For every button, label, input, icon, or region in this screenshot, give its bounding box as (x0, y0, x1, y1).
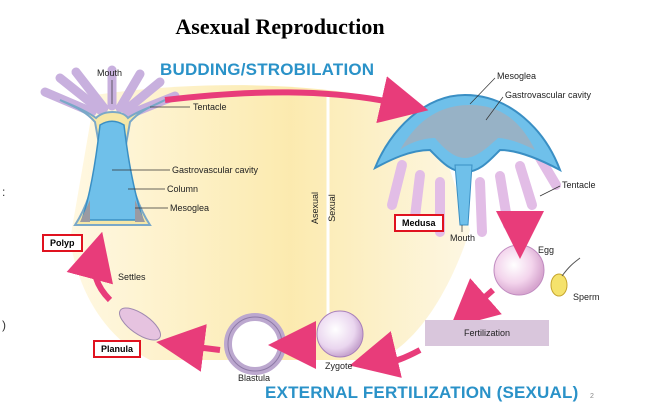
fertilization-header: EXTERNAL FERTILIZATION (SEXUAL) (265, 383, 579, 402)
polyp-stage-label: Polyp (42, 234, 83, 252)
medusa-stage-label: Medusa (394, 214, 444, 232)
egg-label: Egg (538, 245, 555, 255)
sperm-label: Sperm (573, 292, 600, 302)
leader-lines (111, 77, 561, 232)
sexual-divider-label: Sexual (326, 194, 337, 222)
polyp-column-label: Column (167, 184, 199, 194)
budding-header: BUDDING/STROBILATION (160, 60, 375, 79)
sperm-shape (550, 273, 568, 297)
medusa-mouth-label: Mouth (450, 233, 476, 243)
fertilization-label: Fertilization (425, 320, 549, 346)
planula-stage-label: Planula (93, 340, 142, 358)
page-number: 2 (590, 393, 594, 400)
polyp-tentacle-label: Tentacle (193, 102, 227, 112)
medusa-tentacle-label: Tentacle (562, 180, 596, 190)
zygote-shape (316, 310, 364, 358)
cycle-arrows (66, 76, 544, 378)
medusa-mesoglea-label: Mesoglea (497, 71, 537, 81)
polyp-mouth-label: Mouth (97, 68, 123, 78)
asexual-divider-label: Asexual (310, 191, 321, 225)
page-title: Asexual Reproduction (175, 14, 385, 39)
polyp-mesoglea-label: Mesoglea (170, 203, 210, 213)
egg-shape (493, 244, 545, 296)
settles-label: Settles (118, 272, 146, 282)
cycle-background (70, 85, 470, 360)
polyp-gastrovascular-label: Gastrovascular cavity (172, 165, 259, 175)
medusa-gastrovascular-label: Gastrovascular cavity (505, 90, 592, 100)
blastula-label: Blastula (238, 373, 271, 383)
zygote-label: Zygote (325, 361, 353, 371)
